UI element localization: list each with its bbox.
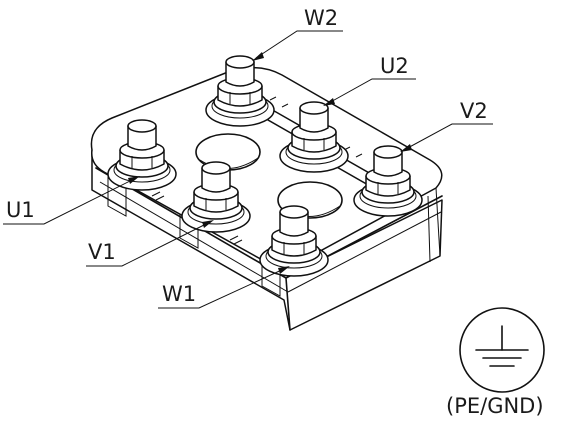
label-u2: U2 <box>380 54 409 78</box>
label-w1: W1 <box>162 282 196 306</box>
leader-lines <box>3 30 493 309</box>
label-v2: V2 <box>460 99 488 123</box>
ground-symbol-icon <box>459 307 545 393</box>
terminal-block-body <box>90 66 443 331</box>
label-u1: U1 <box>6 198 35 222</box>
ground-caption: (PE/GND) <box>446 394 544 418</box>
label-w2: W2 <box>304 6 338 30</box>
terminal-markings <box>151 191 243 245</box>
label-v1: V1 <box>88 240 116 264</box>
